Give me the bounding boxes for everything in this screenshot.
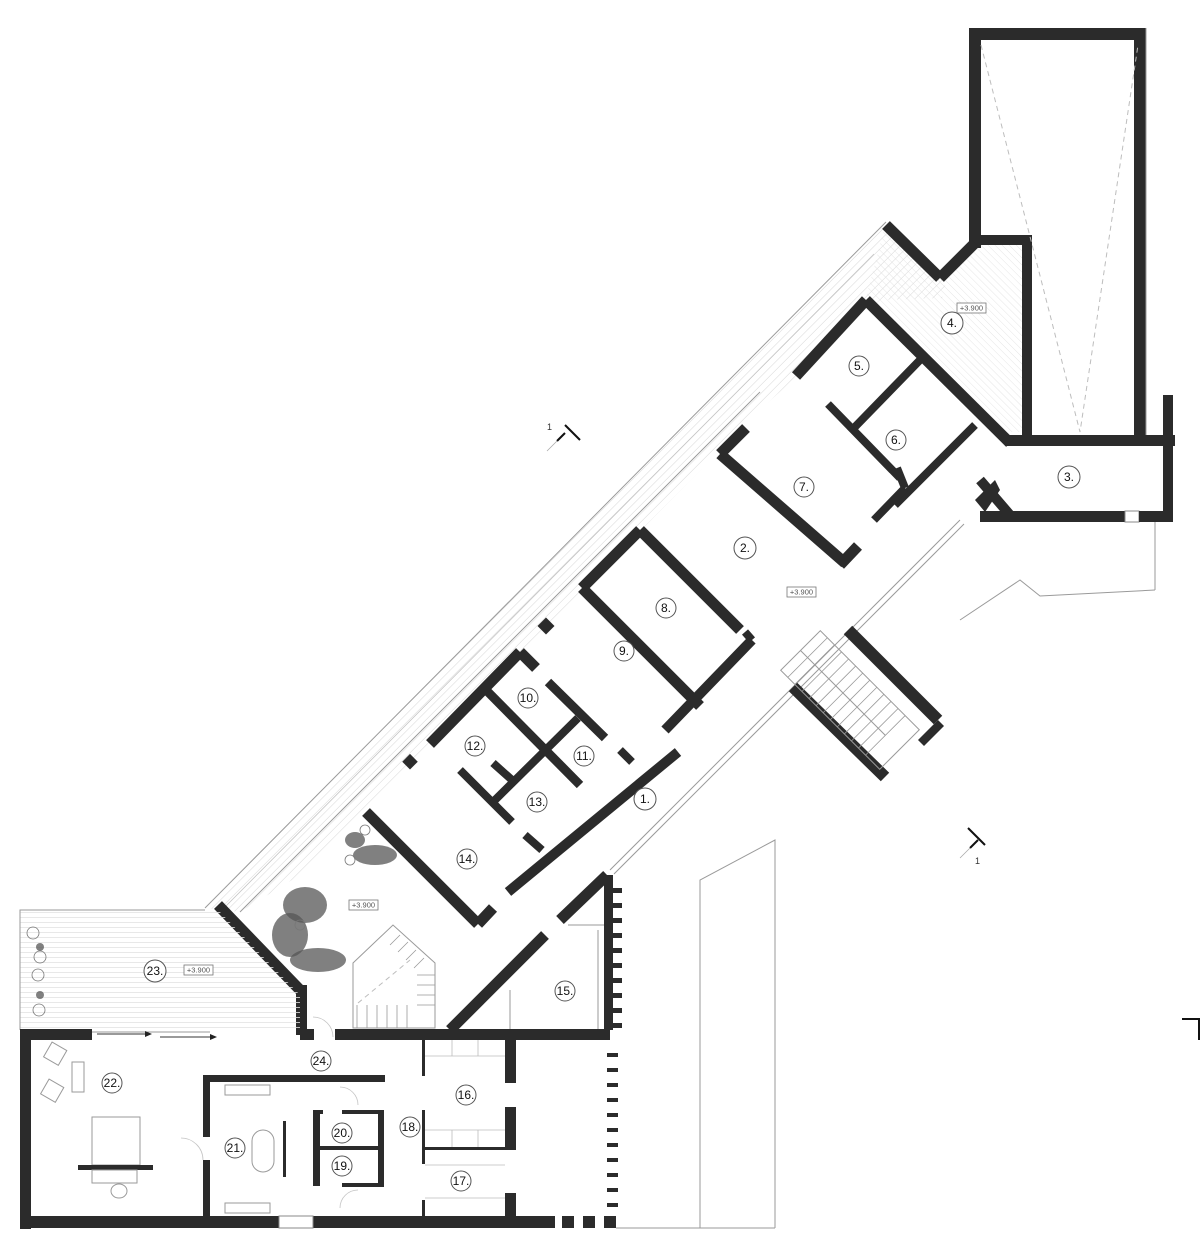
room-label-7: 7. bbox=[793, 476, 815, 498]
room-label-15: 15. bbox=[554, 980, 576, 1002]
room-label-18: 18. bbox=[399, 1116, 421, 1138]
elevation-tag: +3.900 bbox=[786, 586, 817, 598]
entry-zone-walls bbox=[214, 871, 622, 1035]
section-marker-1-north: 1 bbox=[546, 422, 581, 452]
diagonal-terrace-strip bbox=[204, 221, 946, 913]
svg-text:12.: 12. bbox=[467, 739, 484, 753]
svg-text:15.: 15. bbox=[557, 984, 574, 998]
bottom-block-walls bbox=[20, 1016, 775, 1229]
svg-text:17.: 17. bbox=[453, 1174, 470, 1188]
corridor-3 bbox=[959, 395, 1175, 621]
svg-text:23.: 23. bbox=[147, 964, 164, 978]
svg-text:22.: 22. bbox=[104, 1076, 121, 1090]
room-label-24: 24. bbox=[310, 1050, 332, 1072]
room-label-19: 19. bbox=[331, 1155, 353, 1177]
elevation-tag: +3.900 bbox=[348, 899, 379, 911]
room-label-20: 20. bbox=[331, 1122, 353, 1144]
svg-text:+3.900: +3.900 bbox=[352, 901, 375, 910]
site-outline bbox=[699, 839, 776, 1228]
room-label-12: 12. bbox=[464, 735, 486, 757]
svg-text:+3.900: +3.900 bbox=[187, 966, 210, 975]
svg-text:6.: 6. bbox=[891, 433, 901, 447]
elevation-tag: +3.900 bbox=[956, 302, 987, 314]
room-label-1: 1. bbox=[633, 787, 657, 811]
svg-text:10.: 10. bbox=[520, 691, 537, 705]
courtyard-plants bbox=[272, 824, 397, 972]
room-label-4: 4. bbox=[940, 311, 964, 335]
svg-text:2.: 2. bbox=[740, 541, 750, 555]
svg-text:3.: 3. bbox=[1064, 470, 1074, 484]
svg-text:9.: 9. bbox=[619, 644, 629, 658]
room-label-2: 2. bbox=[733, 536, 757, 560]
section-marker-1-south: 1 bbox=[959, 827, 986, 866]
room-label-14: 14. bbox=[456, 848, 478, 870]
room-label-6: 6. bbox=[885, 429, 907, 451]
svg-text:19.: 19. bbox=[334, 1159, 351, 1173]
svg-text:13.: 13. bbox=[529, 795, 546, 809]
room-label-11: 11. bbox=[573, 745, 595, 767]
svg-text:5.: 5. bbox=[854, 359, 864, 373]
section-marker-edge bbox=[1182, 1018, 1200, 1040]
room-label-13: 13. bbox=[526, 791, 548, 813]
svg-text:+3.900: +3.900 bbox=[960, 304, 983, 313]
svg-text:+3.900: +3.900 bbox=[790, 588, 813, 597]
svg-text:11.: 11. bbox=[576, 749, 592, 763]
svg-text:4.: 4. bbox=[947, 316, 957, 330]
room-label-5: 5. bbox=[848, 355, 870, 377]
section-label: 1 bbox=[547, 422, 552, 432]
room-label-8: 8. bbox=[655, 597, 677, 619]
room-label-17: 17. bbox=[450, 1170, 472, 1192]
svg-text:1.: 1. bbox=[640, 792, 650, 806]
svg-text:8.: 8. bbox=[661, 601, 671, 615]
svg-text:7.: 7. bbox=[799, 480, 809, 494]
svg-text:16.: 16. bbox=[458, 1088, 475, 1102]
svg-text:14.: 14. bbox=[459, 852, 476, 866]
svg-text:24.: 24. bbox=[313, 1054, 330, 1068]
staircase-central bbox=[779, 629, 921, 771]
room-label-9: 9. bbox=[613, 640, 635, 662]
room-label-22: 22. bbox=[101, 1072, 123, 1094]
staircase-entry bbox=[352, 924, 436, 1029]
elevation-tag: +3.900 bbox=[183, 964, 214, 976]
section-label: 1 bbox=[975, 856, 980, 866]
room-label-10: 10. bbox=[517, 687, 539, 709]
room-label-16: 16. bbox=[455, 1084, 477, 1106]
room-label-21: 21. bbox=[224, 1137, 246, 1159]
svg-text:20.: 20. bbox=[334, 1126, 351, 1140]
room-label-23: 23. bbox=[143, 959, 167, 983]
main-wing-walls bbox=[362, 221, 1014, 928]
svg-text:18.: 18. bbox=[402, 1120, 419, 1134]
garage-block bbox=[969, 28, 1147, 440]
svg-text:21.: 21. bbox=[227, 1141, 244, 1155]
room-label-3: 3. bbox=[1057, 465, 1081, 489]
